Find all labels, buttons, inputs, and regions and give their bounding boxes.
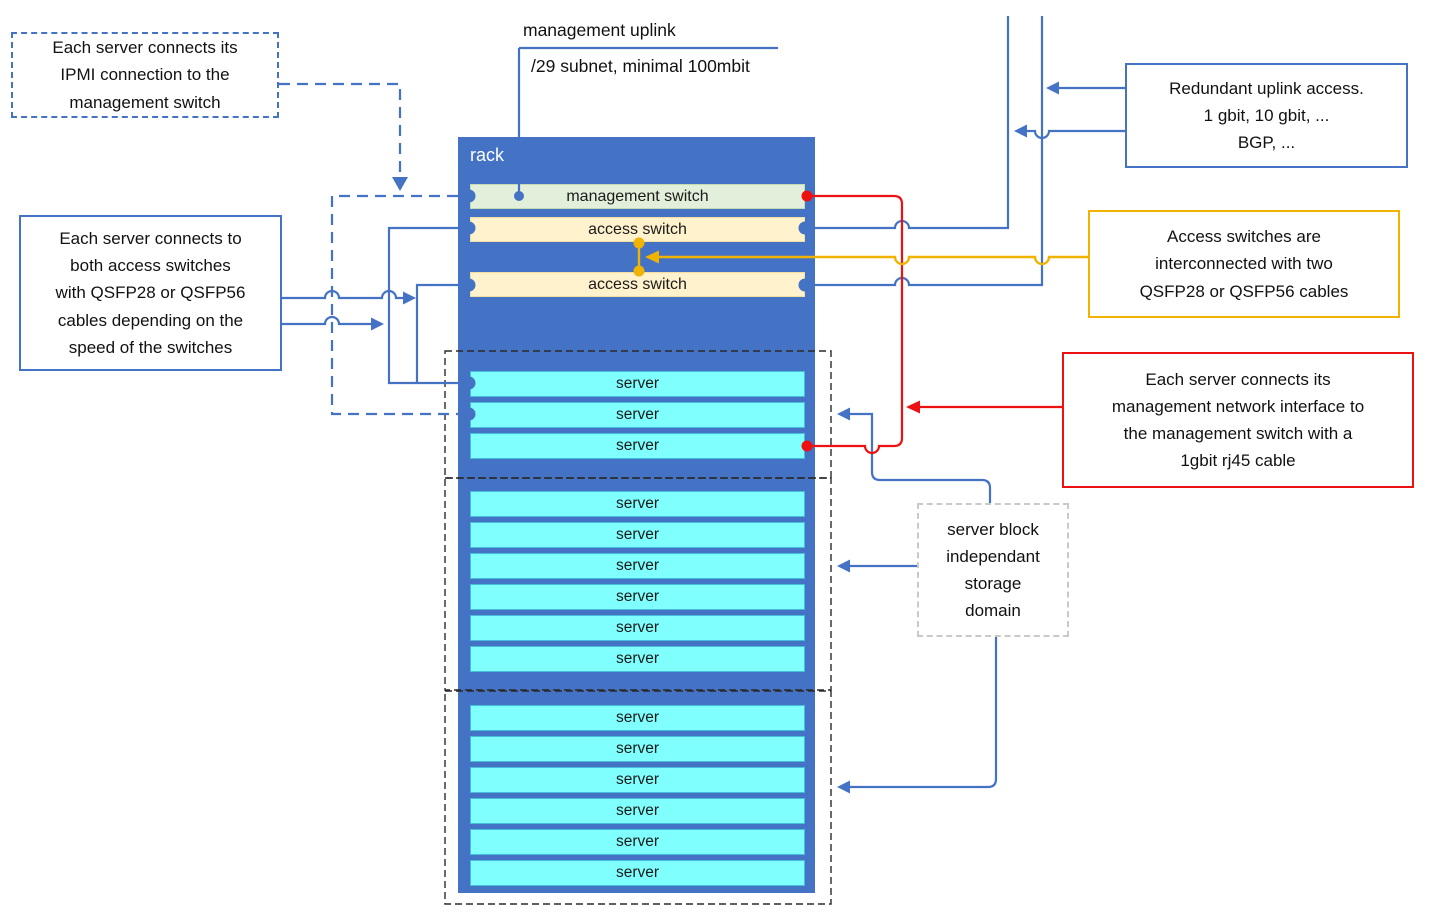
storage-arrow-line-3 xyxy=(850,637,998,789)
yellow-dot-bottom xyxy=(633,265,645,277)
server-bar: server xyxy=(470,767,805,793)
management-uplink-subtitle: /29 subnet, minimal 100mbit xyxy=(531,56,750,76)
ipmi-note: Each server connects its IPMI connection… xyxy=(11,32,279,118)
qsfp-note: Each server connects to both access swit… xyxy=(19,215,282,371)
blue-connectors xyxy=(282,16,1125,789)
red-connector xyxy=(806,194,1062,455)
yellow-arrowhead xyxy=(645,250,659,264)
rack-label: rack xyxy=(470,145,505,165)
server-block-outlines xyxy=(444,350,832,905)
server-block-2: server server server server server server xyxy=(470,491,805,672)
server-bar: server xyxy=(470,371,805,397)
access2-to-servers-line xyxy=(415,283,466,383)
server-bar: server xyxy=(470,829,805,855)
redundant-uplink-note: Redundant uplink access. 1 gbit, 10 gbit… xyxy=(1125,63,1408,168)
server-bar: server xyxy=(470,646,805,672)
management-nic-note: Each server connects its management netw… xyxy=(1062,352,1414,488)
access1-to-servers-line xyxy=(387,226,466,385)
server-bar: server xyxy=(470,522,805,548)
qsfp-note-line-2 xyxy=(282,315,371,326)
server-bar: server xyxy=(470,402,805,428)
server-bar: server xyxy=(470,860,805,886)
server-bar: server xyxy=(470,615,805,641)
server-bar: server xyxy=(470,433,805,459)
blue-dot-uplink xyxy=(514,191,524,201)
connection-notches xyxy=(462,189,812,421)
storage-domain-note: server block independant storage domain xyxy=(917,503,1069,637)
qsfp-note-line-1 xyxy=(282,289,403,300)
redundant-note-line-2 xyxy=(1027,129,1125,140)
server-bar: server xyxy=(470,798,805,824)
server-bar: server xyxy=(470,491,805,517)
server-bar: server xyxy=(470,553,805,579)
red-dot-mgmt-switch xyxy=(801,190,813,202)
yellow-connector xyxy=(637,244,1088,270)
red-dot-server xyxy=(801,440,813,452)
server-bar: server xyxy=(470,736,805,762)
server-bar: server xyxy=(470,584,805,610)
storage-arrow-line-1 xyxy=(850,412,992,503)
red-arrowhead xyxy=(906,400,920,414)
yellow-dot-top xyxy=(633,237,645,249)
server-bar: server xyxy=(470,705,805,731)
server-block-1: server server server xyxy=(470,371,805,459)
management-switch-bar: management switch xyxy=(470,184,805,209)
server-block-3: server server server server server server xyxy=(470,705,805,886)
interconnect-note: Access switches are interconnected with … xyxy=(1088,210,1400,318)
ipmi-dashed-connector xyxy=(279,82,466,416)
ipmi-arrowhead xyxy=(392,177,408,191)
blue-arrowheads xyxy=(371,81,1059,794)
management-uplink-title: management uplink xyxy=(523,20,676,40)
